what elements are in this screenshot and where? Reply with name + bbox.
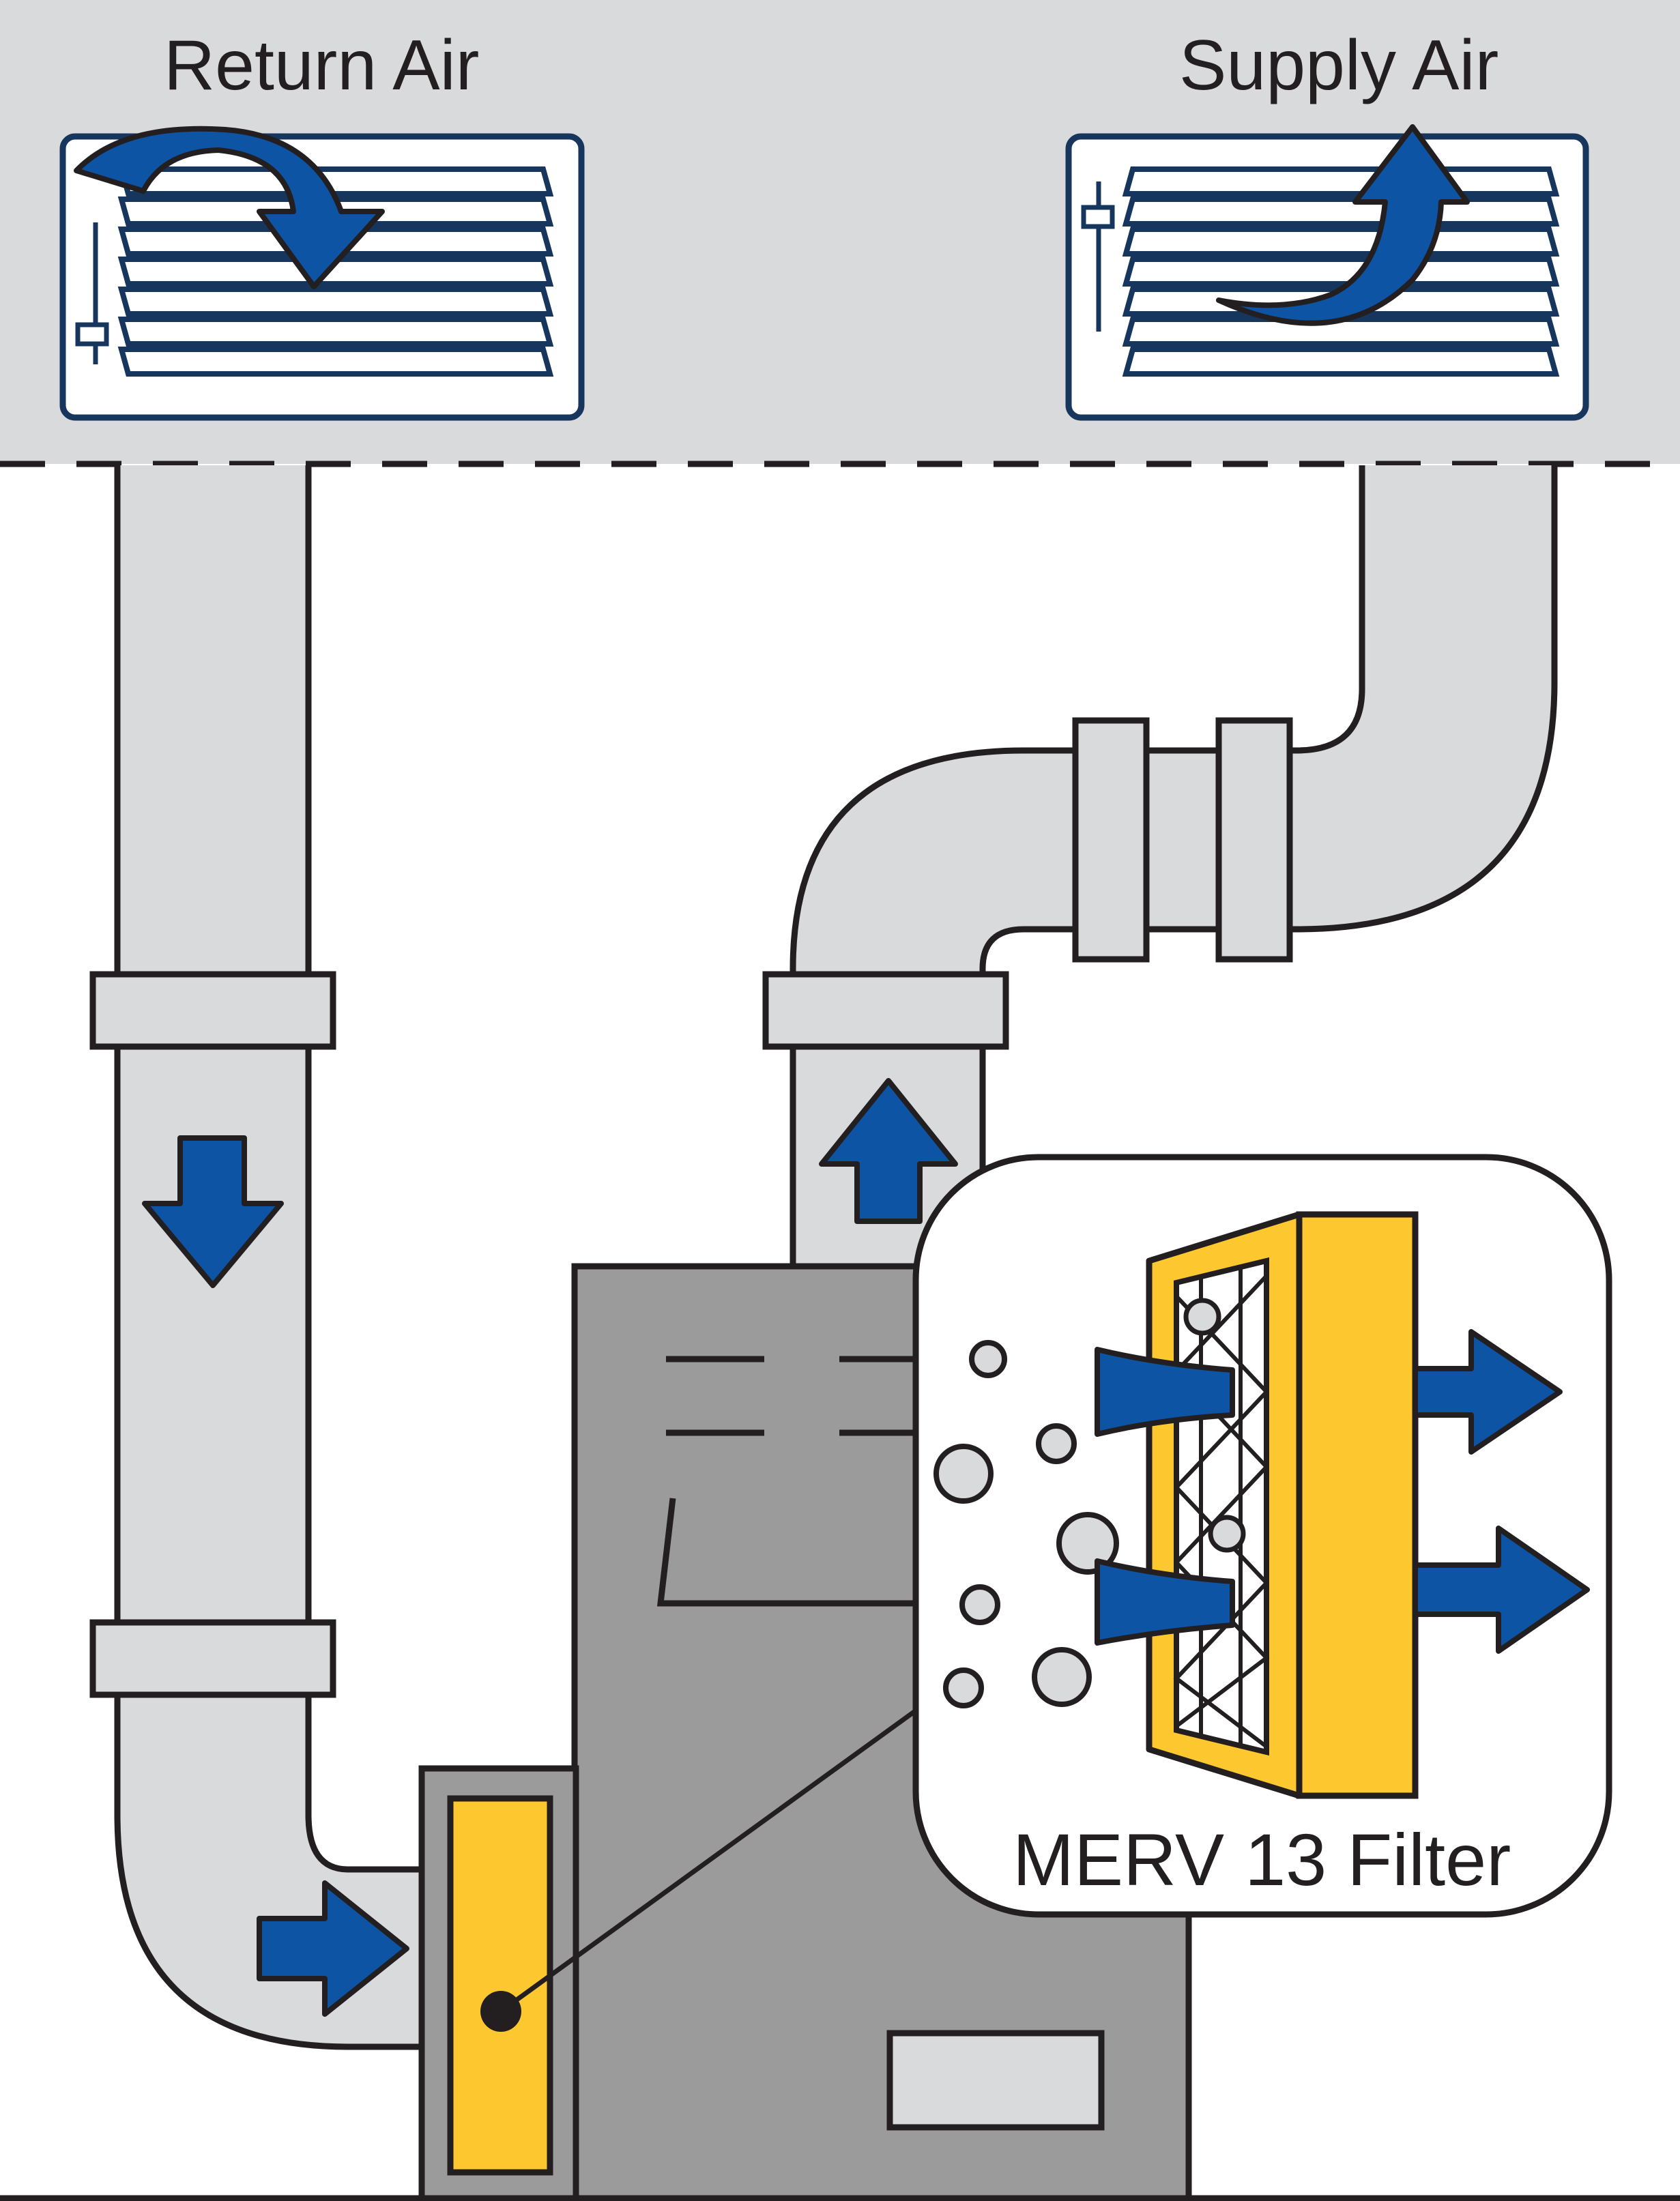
duct-collar bbox=[762, 971, 1009, 1050]
duct-collar bbox=[1072, 717, 1150, 963]
filter-media bbox=[1174, 1257, 1269, 1756]
filter-face bbox=[1296, 1211, 1419, 1799]
filter-cabinet bbox=[418, 1704, 925, 2201]
supply-air-label: Supply Air bbox=[1179, 26, 1499, 105]
duct-collar bbox=[89, 1619, 336, 1698]
vent-damper-lever bbox=[1081, 205, 1115, 229]
duct-collar bbox=[1215, 717, 1293, 963]
up-arrow-icon bbox=[819, 1078, 958, 1224]
furnace-panel bbox=[886, 2030, 1105, 2131]
vent-damper-lever bbox=[75, 322, 109, 347]
return-air-arrow-icon bbox=[74, 126, 385, 289]
filter-label: MERV 13 Filter bbox=[1013, 1818, 1511, 1901]
filter-callout bbox=[912, 1154, 1612, 1918]
airflow-in-arrow-icon bbox=[1095, 1347, 1235, 1437]
airflow-out-arrow-icon bbox=[1413, 1329, 1563, 1455]
callout-line bbox=[499, 1704, 925, 2013]
down-arrow-icon bbox=[142, 1135, 284, 1288]
supply-vent bbox=[1065, 133, 1589, 421]
supply-duct bbox=[762, 465, 1558, 1269]
duct-collar bbox=[89, 971, 336, 1050]
airflow-out-arrow-icon bbox=[1413, 1526, 1590, 1654]
supply-air-arrow-icon bbox=[1216, 124, 1470, 326]
return-duct bbox=[89, 465, 423, 2050]
return-air-label: Return Air bbox=[164, 26, 480, 105]
airflow-in-arrow-icon bbox=[1095, 1558, 1235, 1646]
right-arrow-icon bbox=[257, 1880, 409, 2017]
dust-particle-icon bbox=[933, 1340, 1119, 1708]
trapped-particle-icon bbox=[1183, 1298, 1246, 1553]
